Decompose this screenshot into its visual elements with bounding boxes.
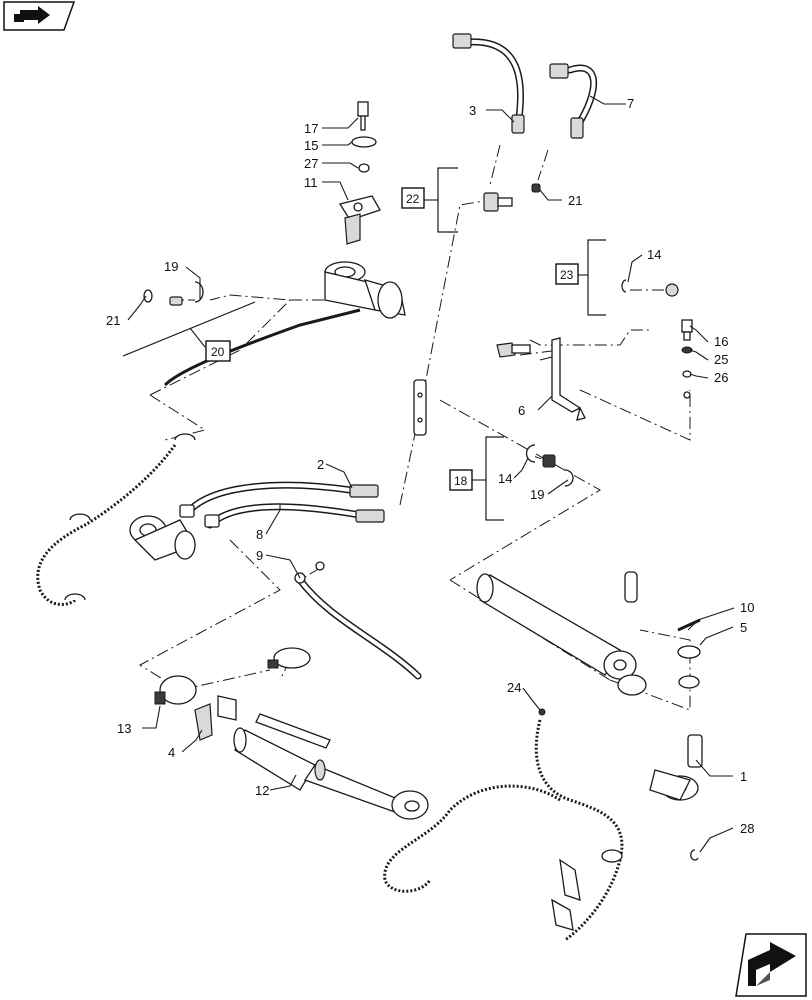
pin-1	[538, 708, 703, 861]
previous-page-arrow-icon	[14, 6, 50, 24]
callout-19-left[interactable]: 19	[164, 259, 178, 274]
callout-15[interactable]: 15	[304, 138, 318, 153]
boxed-callout-22-label: 22	[406, 192, 420, 206]
boxed-callout-18-label: 18	[454, 474, 468, 488]
hose-3	[452, 33, 525, 134]
callout-4[interactable]: 4	[168, 745, 175, 760]
boxed-callout-20-label: 20	[211, 345, 225, 359]
clamp	[267, 647, 311, 669]
next-page-arrow-icon	[748, 942, 796, 986]
bracket-23	[578, 239, 606, 316]
cylinder-right	[476, 571, 701, 696]
bracket-18	[472, 436, 504, 521]
callout-leaders	[127, 95, 735, 853]
cylinder-12	[233, 713, 429, 820]
callout-13[interactable]: 13	[117, 721, 131, 736]
plate	[413, 379, 427, 436]
callout-25[interactable]: 25	[714, 352, 728, 367]
previous-page-button[interactable]	[3, 1, 76, 31]
callout-5[interactable]: 5	[740, 620, 747, 635]
callout-1[interactable]: 1	[740, 769, 747, 784]
callout-10[interactable]: 10	[740, 600, 754, 615]
boxed-callout-20[interactable]: 20	[205, 340, 231, 362]
callout-28[interactable]: 28	[740, 821, 754, 836]
callout-14-mid[interactable]: 14	[498, 471, 512, 486]
callout-8[interactable]: 8	[256, 527, 263, 542]
fitting-19-21-left	[143, 281, 204, 306]
bracket-22	[424, 167, 458, 233]
boxed-callout-22[interactable]: 22	[401, 187, 425, 209]
bracket-6	[496, 337, 586, 421]
boxed-callout-23[interactable]: 23	[555, 263, 579, 285]
callout-17[interactable]: 17	[304, 121, 318, 136]
next-page-button[interactable]	[735, 933, 807, 997]
fittings-group-18	[525, 444, 574, 487]
hoses-2-8	[179, 481, 385, 529]
callout-6[interactable]: 6	[518, 403, 525, 418]
fittings-16-25-26	[681, 319, 693, 399]
fitting-22	[483, 183, 541, 212]
hose-7	[549, 63, 598, 139]
callout-14-top[interactable]: 14	[647, 247, 661, 262]
callout-26[interactable]: 26	[714, 370, 728, 385]
callout-7[interactable]: 7	[627, 96, 634, 111]
callout-27[interactable]: 27	[304, 156, 318, 171]
harness-upper-left	[36, 308, 361, 606]
callout-16[interactable]: 16	[714, 334, 728, 349]
callout-9[interactable]: 9	[256, 548, 263, 563]
fitting-14-top	[621, 279, 679, 297]
callout-21-right[interactable]: 21	[568, 193, 582, 208]
link-coupler	[129, 515, 196, 561]
callout-3[interactable]: 3	[469, 103, 476, 118]
callout-24[interactable]: 24	[507, 680, 521, 695]
boxed-callout-18[interactable]: 18	[449, 469, 473, 491]
bolt-stack	[338, 101, 381, 245]
callout-12[interactable]: 12	[255, 783, 269, 798]
callout-11[interactable]: 11	[304, 175, 318, 190]
bracket-4	[194, 695, 237, 741]
bracket-20	[122, 301, 256, 357]
boxed-callout-23-label: 23	[560, 268, 574, 282]
pivot-coupler	[324, 261, 406, 319]
harness-lower-right	[383, 719, 624, 942]
callout-21-left[interactable]: 21	[106, 313, 120, 328]
callout-labels: 17 15 27 11 19 21 3 7 21 14 16 25 26 6 2…	[106, 96, 754, 836]
clamp-13	[154, 675, 197, 705]
callout-2[interactable]: 2	[317, 457, 324, 472]
pipe-9	[294, 561, 422, 680]
callout-19-mid[interactable]: 19	[530, 487, 544, 502]
